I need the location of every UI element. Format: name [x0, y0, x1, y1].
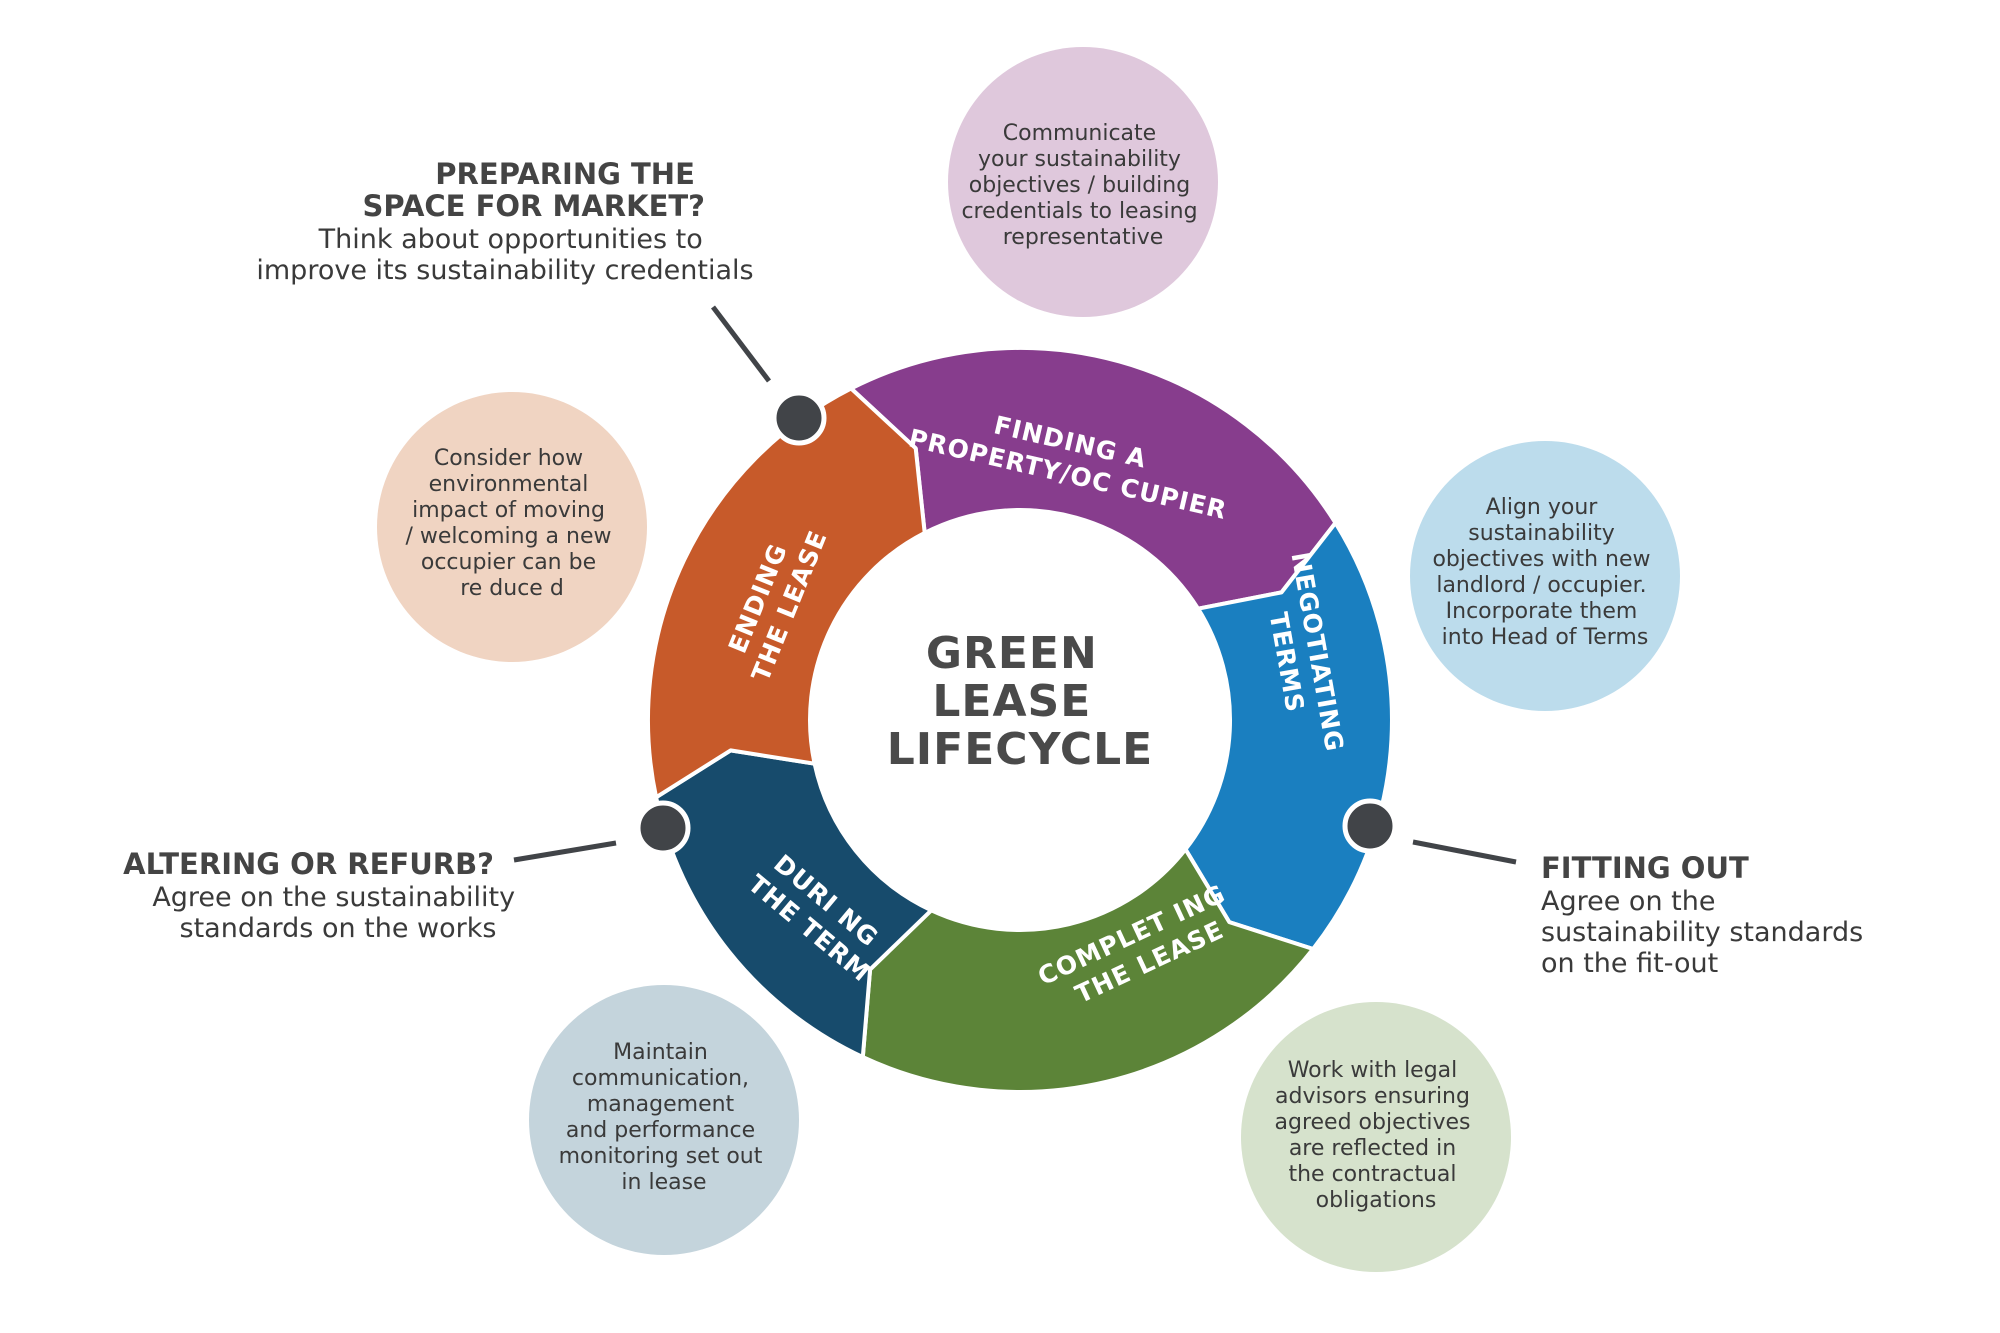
callout-body-line: sustainability standards	[1541, 917, 1863, 948]
bubble-communicate-line: your sustainability	[978, 147, 1181, 172]
callout-body-line: Agree on the sustainability	[152, 882, 515, 913]
bubble-communicate-line: representative	[1003, 225, 1164, 250]
callout-body-line: improve its sustainability credentials	[256, 255, 753, 286]
callout-body-line: on the fit-out	[1541, 948, 1718, 979]
bubble-maintain-line: monitoring set out	[559, 1144, 763, 1169]
svg-text:Communicate your sustain: Communicate your sustainability objectiv…	[961, 121, 1204, 250]
bubble-consider-line: environmental	[429, 472, 589, 497]
lifecycle-ring	[645, 345, 1394, 1094]
bubble-consider-line: Consider how	[434, 446, 583, 471]
bubble-consider-line: impact of moving	[412, 498, 605, 523]
bubble-communicate-line: objectives / building	[969, 173, 1190, 198]
bubble-communicate-circle	[948, 47, 1218, 317]
callout-body-line: Agree on the	[1541, 886, 1715, 917]
bubble-consider-line: / welcoming a new	[406, 524, 612, 549]
svg-text:Think about opportunities to: Think about opportunities to improve its…	[256, 224, 753, 286]
callout-heading-line: SPACE FOR MARKET?	[362, 189, 705, 223]
bubble-align: Align your sustainability objectives wit…	[1410, 441, 1680, 711]
bubble-maintain-line: in lease	[621, 1170, 706, 1195]
bubble-maintain-line: Maintain	[613, 1040, 708, 1065]
bubble-maintain: Maintain communication, management and p…	[529, 985, 799, 1255]
center-title-line: LIFECYCLE	[887, 724, 1154, 775]
bubble-consider: Consider how environmental impact of mov…	[377, 392, 647, 662]
callout-fitting: FITTING OUT Agree on the sustainability …	[1541, 851, 1872, 979]
bubble-legal-circle	[1241, 1002, 1511, 1272]
bubble-legal-line: Work with legal	[1288, 1058, 1458, 1083]
marker-dot-fitting	[1342, 798, 1398, 854]
bubble-align-line: Align your	[1486, 495, 1599, 520]
ring-segment-ending	[645, 386, 927, 800]
ring-center	[812, 512, 1228, 928]
callout-body-line: standards on the works	[180, 913, 497, 944]
bubble-legal: Work with legal advisors ensuring agreed…	[1241, 1002, 1511, 1272]
svg-text:ALTERING OR REFURB?: ALTERING OR REFURB?	[123, 847, 494, 881]
svg-text:PREPARING THE SPACE FOR: PREPARING THE SPACE FOR MARKET?	[362, 157, 705, 223]
connector-line-altering	[513, 840, 617, 863]
bubble-align-line: sustainability	[1468, 521, 1614, 546]
bubble-align-circle	[1410, 441, 1680, 711]
bubble-align-line: Incorporate them	[1446, 599, 1638, 624]
marker-dot-preparing	[771, 390, 827, 446]
center-title-line: LEASE	[932, 676, 1091, 727]
bubble-legal-line: obligations	[1316, 1188, 1437, 1213]
bubble-legal-line: agreed objectives	[1275, 1110, 1471, 1135]
bubble-consider-circle	[377, 392, 647, 662]
callout-altering: ALTERING OR REFURB? Agree on the sustain…	[123, 847, 523, 944]
bubble-consider-line: occupier can be	[421, 550, 596, 575]
svg-text:Consider how environment: Consider how environmental impact of mov…	[406, 446, 619, 601]
bubble-align-line: landlord / occupier.	[1436, 573, 1646, 598]
svg-text:Work with legal advisors: Work with legal advisors ensuring agreed…	[1275, 1058, 1478, 1213]
callout-heading-line: FITTING OUT	[1541, 851, 1749, 885]
bubble-legal-line: are reflected in	[1289, 1136, 1456, 1161]
bubble-align-line: objectives with new	[1432, 547, 1650, 572]
center-title: GREEN LEASE LIFECYCLE	[887, 628, 1154, 775]
bubble-legal-line: the contractual	[1288, 1162, 1456, 1187]
svg-text:Align your sustainabilit: Align your sustainability objectives wit…	[1432, 495, 1657, 650]
callout-heading-line: ALTERING OR REFURB?	[123, 847, 494, 881]
bubble-consider-line: re duce d	[460, 576, 564, 601]
marker-dot-altering	[635, 800, 691, 856]
bubble-maintain-line: and performance	[566, 1118, 755, 1143]
svg-text:Agree on the sustainabil: Agree on the sustainability standards on…	[1541, 886, 1872, 979]
callout-preparing: PREPARING THE SPACE FOR MARKET? Think ab…	[256, 157, 753, 286]
bubble-align-line: into Head of Terms	[1442, 625, 1649, 650]
callout-body-line: Think about opportunities to	[318, 224, 703, 255]
bubble-maintain-line: communication,	[572, 1066, 749, 1091]
ring-segment-negotiating	[1183, 520, 1394, 951]
bubble-legal-line: advisors ensuring	[1275, 1084, 1470, 1109]
svg-text:FITTING OUT: FITTING OUT	[1541, 851, 1749, 885]
callout-heading-line: PREPARING THE	[435, 157, 695, 191]
ring-segment-finding	[849, 345, 1338, 611]
bubble-maintain-circle	[529, 985, 799, 1255]
bubble-communicate-line: Communicate	[1003, 121, 1156, 146]
svg-text:Maintain communication,: Maintain communication, management and p…	[559, 1040, 770, 1195]
ring-segment-completing	[860, 847, 1316, 1094]
center-title-line: GREEN	[926, 628, 1098, 679]
bubble-communicate-line: credentials to leasing	[961, 199, 1197, 224]
connector-line-preparing	[711, 305, 771, 383]
bubble-maintain-line: management	[587, 1092, 735, 1117]
connector-line-fitting	[1412, 839, 1517, 865]
svg-text:Agree on the sustainability: Agree on the sustainability standards on…	[152, 882, 523, 944]
bubble-communicate: Communicate your sustainability objectiv…	[948, 47, 1218, 317]
